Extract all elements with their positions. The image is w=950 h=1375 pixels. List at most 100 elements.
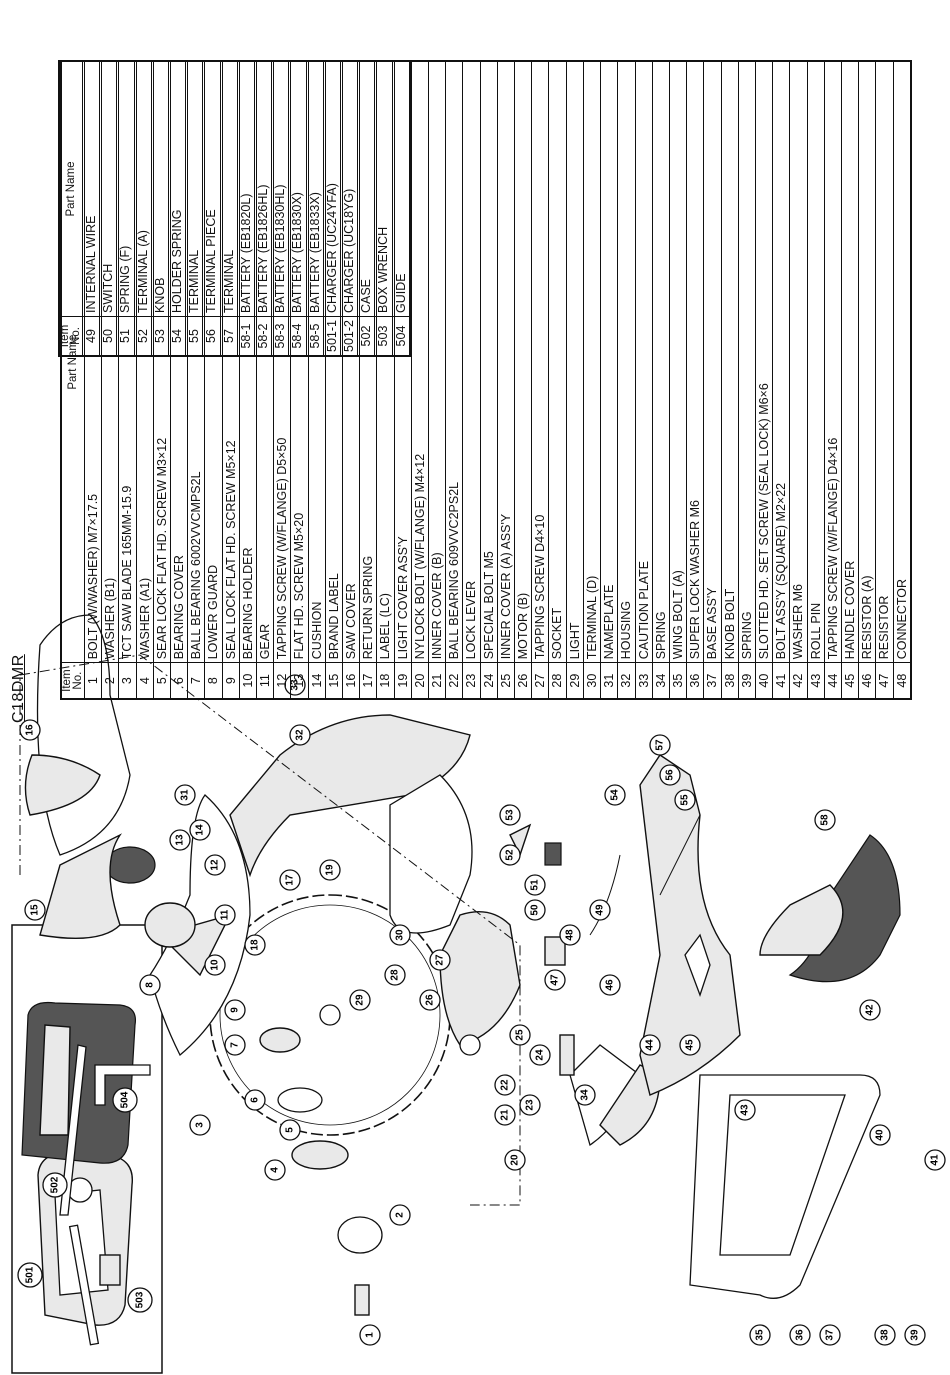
part-name-cell: BATTERY (EB1830HL) (271, 61, 289, 317)
svg-text:50: 50 (530, 904, 541, 916)
item-no-cell: 7 (187, 662, 205, 699)
part-name-cell: SOCKET (548, 61, 567, 663)
part-name-cell: NYLOCK BOLT (W/FLANGE) M4×12 (411, 61, 429, 663)
part-name-cell: GUIDE (392, 61, 410, 317)
svg-text:503: 503 (135, 1291, 146, 1308)
part-name-cell: INNER COVER (A) ASS'Y (497, 61, 515, 663)
part-name-cell: HOUSING (617, 61, 635, 663)
svg-text:10: 10 (210, 959, 221, 971)
part-name-header: Part Name (59, 61, 83, 317)
item-no-cell: 501-2 (340, 316, 358, 356)
part-name-cell: WASHER M6 (789, 61, 808, 663)
item-no-cell: 503 (374, 316, 393, 356)
part-name-cell: RESISTOR (A) (858, 61, 876, 663)
svg-text:33: 33 (290, 679, 301, 691)
svg-text:55: 55 (680, 794, 691, 806)
callout-21: 21 (494, 1104, 516, 1126)
item-no-cell: 27 (531, 662, 549, 699)
svg-text:17: 17 (285, 874, 296, 886)
part-name-cell: SPECIAL BOLT M5 (480, 61, 498, 663)
part-name-cell: BASE ASS'Y (703, 61, 722, 663)
part-name-cell: CONNECTOR (893, 61, 911, 663)
callout-22: 22 (494, 1074, 516, 1096)
part-name-cell: LIGHT (566, 61, 584, 663)
item-no-cell: 34 (652, 662, 670, 699)
part-name-cell: BOLT ASS'Y (SQUARE) M2×22 (772, 61, 790, 663)
item-no-cell: 44 (824, 662, 842, 699)
item-no-cell: 45 (841, 662, 859, 699)
item-no-cell: 58-3 (271, 316, 289, 356)
battery-drawing (759, 834, 901, 983)
svg-text:20: 20 (510, 1154, 521, 1166)
callout-28: 28 (384, 964, 406, 986)
item-no-cell: 35 (669, 662, 687, 699)
svg-text:32: 32 (295, 729, 306, 741)
svg-text:11: 11 (220, 909, 231, 920)
base-drawing (689, 1074, 881, 1299)
callout-45: 45 (679, 1034, 701, 1056)
callout-53: 53 (499, 804, 521, 826)
svg-text:16: 16 (25, 724, 36, 736)
callout-58: 58 (814, 809, 836, 831)
item-no-cell: 21 (428, 662, 446, 699)
svg-text:8: 8 (145, 982, 156, 988)
callout-33: 33 (284, 674, 306, 696)
callout-32: 32 (289, 724, 311, 746)
svg-text:29: 29 (355, 994, 366, 1006)
callout-7: 7 (224, 1034, 246, 1056)
item-no-cell: 37 (703, 662, 722, 699)
part-name-cell: HOLDER SPRING (168, 61, 186, 317)
callout-501: 501 (17, 1262, 43, 1288)
item-no-cell: 36 (686, 662, 704, 699)
part-name-cell: SWITCH (99, 61, 117, 317)
item-no-cell: 5 (153, 662, 171, 699)
item-no-cell: 22 (445, 662, 463, 699)
callout-40: 40 (869, 1124, 891, 1146)
svg-text:1: 1 (365, 1332, 376, 1338)
svg-text:48: 48 (565, 929, 576, 941)
callout-17: 17 (279, 869, 301, 891)
item-no-cell: 2 (101, 662, 119, 699)
part-name-cell: CAUTION PLATE (635, 61, 653, 663)
item-no-cell: 58-1 (237, 316, 255, 356)
callout-9: 9 (224, 999, 246, 1021)
callout-48: 48 (559, 924, 581, 946)
part-name-cell: CHARGER (UC24YFA) (323, 61, 341, 317)
item-no-cell: 33 (635, 662, 653, 699)
svg-text:38: 38 (880, 1329, 891, 1341)
motor-drawing (439, 911, 521, 1056)
part-name-cell: RESISTOR (875, 61, 894, 663)
item-no-cell: 8 (204, 662, 223, 699)
part-name-cell: WING BOLT (A) (669, 61, 687, 663)
callout-51: 51 (524, 874, 546, 896)
callout-4: 4 (264, 1159, 286, 1181)
callout-11: 11 (214, 904, 236, 926)
item-no-cell: 17 (359, 662, 377, 699)
svg-text:51: 51 (530, 879, 541, 891)
svg-text:502: 502 (50, 1176, 61, 1193)
item-no-cell: 28 (548, 662, 567, 699)
item-no-cell: 19 (394, 662, 412, 699)
svg-text:56: 56 (665, 769, 676, 781)
item-no-cell: 48 (893, 662, 911, 699)
svg-text:34: 34 (580, 1089, 591, 1101)
item-no-cell: 16 (342, 662, 360, 699)
part-name-cell: INNER COVER (B) (428, 61, 446, 663)
svg-text:5: 5 (285, 1127, 296, 1133)
part-name-cell: TAPPING SCREW (W/FLANGE) D4×16 (824, 61, 842, 663)
item-no-cell: 58-5 (306, 316, 324, 356)
